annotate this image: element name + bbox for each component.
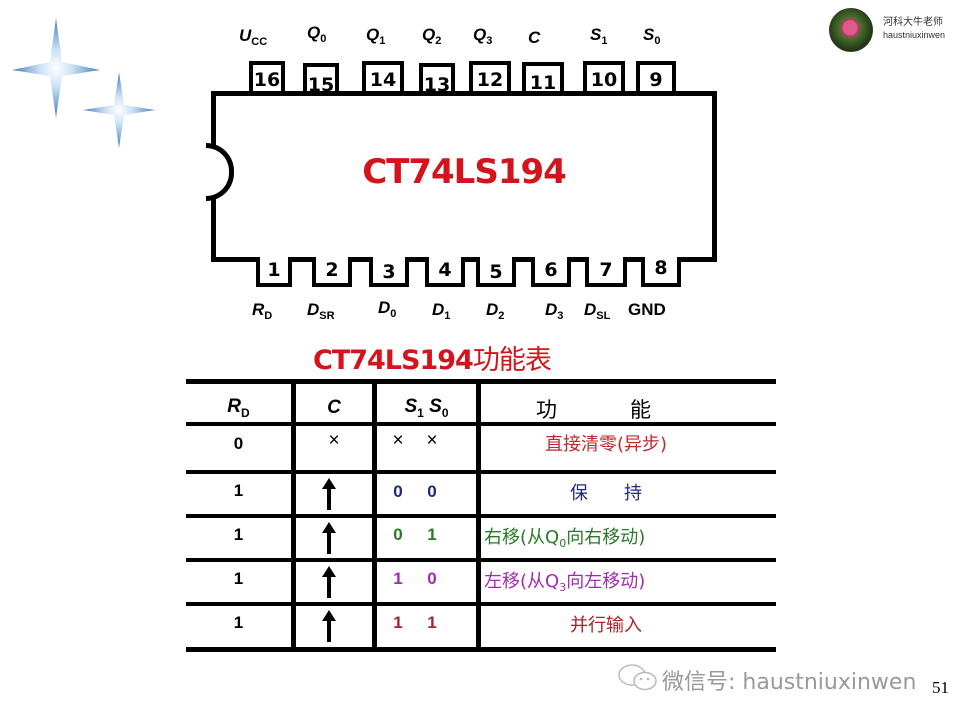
table-row-divider — [186, 470, 776, 474]
table-border-bottom — [186, 647, 776, 652]
table-title: CT74LS194功能表 — [313, 345, 552, 376]
sparkle-star-icon — [12, 18, 100, 118]
cell-s1: × — [392, 430, 404, 451]
rising-edge-arrow-icon — [322, 478, 336, 510]
sparkle-star-small-icon — [83, 72, 155, 148]
pin-label-11: C — [528, 28, 541, 47]
cell-s0: 1 — [427, 525, 437, 544]
table-row-divider — [186, 558, 776, 562]
cell-rd: 1 — [233, 525, 244, 544]
cell-s0: 0 — [427, 569, 437, 588]
cell-c: × — [328, 430, 340, 451]
cell-s0: 0 — [427, 482, 437, 501]
pin-label-12: Q3 — [473, 25, 493, 47]
brand-name: 河科大牛老师 — [883, 17, 943, 28]
cell-s0: × — [426, 430, 438, 451]
pin-8: 8 — [641, 257, 681, 287]
pin-3: 3 — [369, 257, 409, 287]
pin-label-1: RD — [252, 300, 273, 322]
pin-label-15: Q0 — [307, 23, 327, 45]
cell-rd: 1 — [233, 481, 244, 500]
table-row-divider — [186, 514, 776, 518]
page-number: 51 — [932, 678, 949, 697]
pin-label-6: D3 — [545, 300, 564, 322]
pin-label-13: Q2 — [422, 25, 442, 47]
pin-label-8: GND — [628, 300, 666, 319]
table-col-divider — [476, 380, 481, 652]
cell-s1: 0 — [393, 482, 403, 501]
pin-7: 7 — [585, 257, 627, 287]
cell-function: 左移(从Q3向左移动) — [484, 571, 646, 594]
pin-label-10: S1 — [590, 25, 608, 47]
wechat-id: 微信号: haustniuxinwen — [662, 670, 917, 695]
pin-label-16: UCC — [239, 26, 268, 48]
cell-s1: 0 — [393, 525, 403, 544]
cell-s1: 1 — [393, 613, 403, 632]
pin-label-4: D1 — [432, 300, 451, 322]
pin-11: 11 — [522, 62, 564, 94]
pin-6: 6 — [531, 257, 571, 287]
pin-label-14: Q1 — [366, 25, 386, 47]
pin-2: 2 — [312, 257, 352, 287]
cell-function: 保 持 — [570, 483, 642, 504]
header-c: C — [327, 397, 341, 418]
pin-5: 5 — [476, 257, 516, 287]
pin-4: 4 — [425, 257, 465, 287]
cell-function: 右移(从Q0向右移动) — [484, 527, 646, 550]
rising-edge-arrow-icon — [322, 522, 336, 554]
pin-14: 14 — [362, 61, 404, 91]
pin-9: 9 — [636, 61, 676, 91]
header-function: 能 — [630, 398, 651, 422]
table-col-divider — [291, 380, 296, 652]
pin-13: 13 — [419, 63, 455, 96]
cell-function: 并行输入 — [570, 615, 642, 636]
pin-label-5: D2 — [486, 300, 505, 322]
header-rd: RD — [227, 396, 250, 420]
pin-1: 1 — [256, 257, 292, 287]
cell-rd: 0 — [233, 434, 244, 453]
pin-label-2: DSR — [307, 300, 335, 322]
cell-s1: 1 — [393, 569, 403, 588]
table-header-divider — [186, 422, 776, 426]
pin-label-7: DSL — [584, 300, 611, 322]
pin-15: 15 — [303, 63, 339, 96]
wechat-icon — [618, 664, 657, 691]
pin-16: 16 — [249, 61, 285, 91]
pin-label-9: S0 — [643, 25, 661, 47]
pin-10: 10 — [583, 61, 625, 91]
cell-rd: 1 — [233, 569, 244, 588]
cell-rd: 1 — [233, 613, 244, 632]
pin-12: 12 — [469, 61, 511, 91]
table-col-divider — [372, 380, 377, 652]
table-border-top — [186, 379, 776, 384]
chip-title: CT74LS194 — [362, 152, 567, 192]
pin-label-3: D0 — [378, 298, 397, 320]
cell-function: 直接清零(异步) — [544, 434, 668, 455]
brand-avatar — [829, 8, 873, 52]
brand-id: haustniuxinwen — [883, 30, 946, 40]
rising-edge-arrow-icon — [322, 566, 336, 598]
header-s1-s0: S1 S0 — [404, 396, 449, 420]
rising-edge-arrow-icon — [322, 610, 336, 642]
cell-s0: 1 — [427, 613, 437, 632]
table-row-divider — [186, 602, 776, 606]
header-function: 功 — [536, 398, 557, 422]
